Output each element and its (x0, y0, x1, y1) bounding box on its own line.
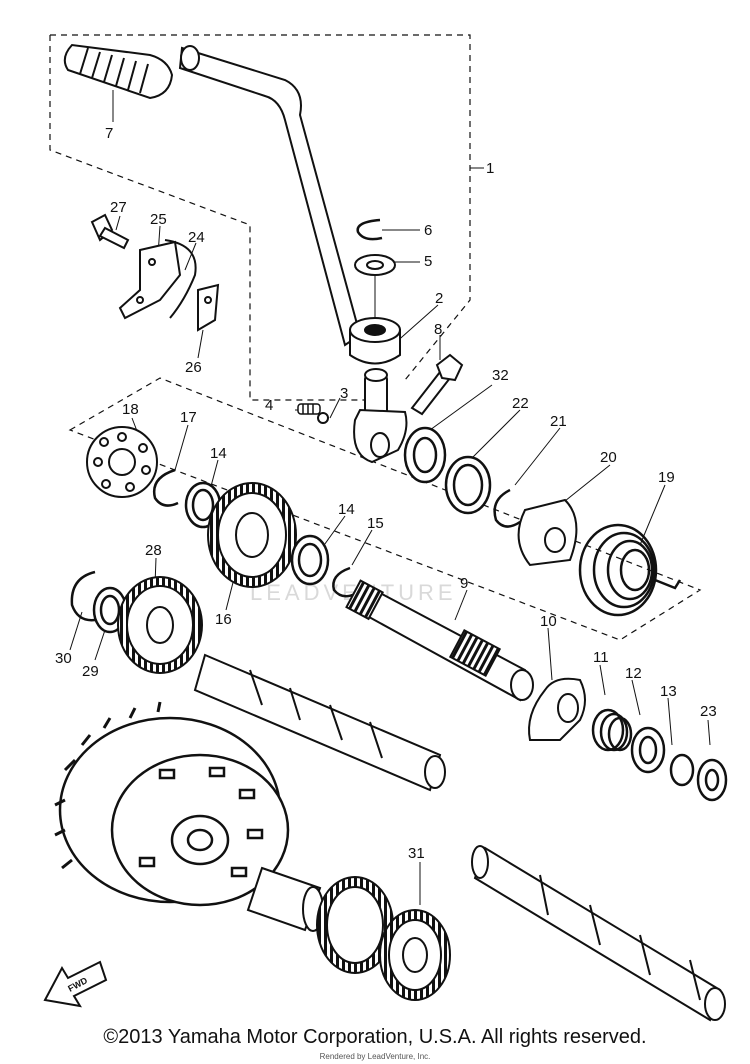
kick-shaft-part-9 (345, 579, 534, 702)
bracket-part-25 (118, 240, 182, 320)
kick-crank-boss-part-2 (353, 368, 408, 464)
callout-10: 10 (540, 613, 557, 630)
callout-12: 12 (625, 665, 642, 682)
bracket-part-24 (164, 239, 197, 319)
washer-part-5 (354, 254, 396, 320)
callout-13: 13 (660, 683, 677, 700)
ball-part-3 (317, 412, 329, 424)
kick-boss (349, 317, 401, 365)
circlip-part-21 (493, 488, 521, 528)
callout-23: 23 (700, 703, 717, 720)
washer-part-14b (290, 534, 330, 586)
spring-guide-part-20 (517, 498, 578, 567)
callout-30: 30 (55, 650, 72, 667)
kick-gear-part-16 (207, 482, 297, 588)
main-axle (193, 653, 446, 792)
callout-24: 24 (188, 229, 205, 246)
callout-25: 25 (150, 211, 167, 228)
callout-22: 22 (512, 395, 529, 412)
washer-part-22 (444, 455, 492, 515)
callout-28: 28 (145, 542, 162, 559)
callout-19: 19 (658, 469, 675, 486)
callout-3: 3 (340, 385, 348, 402)
callout-16: 16 (215, 611, 232, 628)
ratchet-part-10 (528, 677, 586, 741)
washer-part-23 (696, 758, 728, 802)
callout-29: 29 (82, 663, 99, 680)
circlip-part-15 (332, 566, 356, 598)
copyright-notice: ©2013 Yamaha Motor Corporation, U.S.A. A… (103, 1026, 647, 1048)
callout-11: 11 (593, 649, 609, 666)
gear-part-31 (379, 909, 451, 1001)
callout-4: 4 (265, 397, 273, 414)
ratchet-spring-part-11 (591, 708, 633, 752)
callout-8: 8 (434, 321, 442, 338)
callout-31: 31 (408, 845, 425, 862)
spring-part-4 (297, 403, 321, 415)
callout-20: 20 (600, 449, 617, 466)
callout-6: 6 (424, 222, 432, 239)
kick-arm-part-1 (178, 45, 362, 347)
clutch-housing (54, 701, 290, 907)
callout-21: 21 (550, 413, 567, 430)
callout-17: 17 (180, 409, 197, 426)
sleeve (246, 866, 324, 932)
plate-part-18 (86, 426, 158, 498)
callout-14b: 14 (338, 501, 355, 518)
callout-15: 15 (367, 515, 384, 532)
bolt-part-27 (90, 213, 130, 250)
washer-part-12 (630, 726, 666, 774)
oil-seal-part-32 (403, 426, 447, 484)
callout-2: 2 (435, 290, 443, 307)
kick-grip-part-7 (63, 43, 174, 100)
drive-axle (471, 845, 726, 1022)
callout-5: 5 (424, 253, 432, 270)
callout-numbers: 1 2 3 4 5 6 7 8 9 10 11 12 13 14 14 15 1… (55, 125, 717, 862)
callout-26: 26 (185, 359, 202, 376)
gear-ring (316, 876, 394, 974)
clip-part-6 (356, 218, 383, 241)
circlip-part-17 (152, 468, 179, 507)
callout-9: 9 (460, 575, 468, 592)
callout-14a: 14 (210, 445, 227, 462)
circlip-part-13 (669, 753, 695, 787)
callout-18: 18 (122, 401, 139, 418)
bolt-part-8 (410, 353, 464, 416)
fwd-arrow-icon: FWD (43, 960, 108, 1008)
gear-part-28 (117, 576, 203, 674)
circlip-part-30 (70, 570, 96, 622)
callout-1: 1 (486, 160, 494, 177)
callout-7: 7 (105, 125, 113, 142)
callout-27: 27 (110, 199, 127, 216)
callout-32: 32 (492, 367, 509, 384)
rendered-by-credit: Rendered by LeadVenture, Inc. (319, 1052, 431, 1061)
bracket-part-26 (197, 283, 220, 332)
torsion-spring-part-19 (578, 523, 682, 617)
